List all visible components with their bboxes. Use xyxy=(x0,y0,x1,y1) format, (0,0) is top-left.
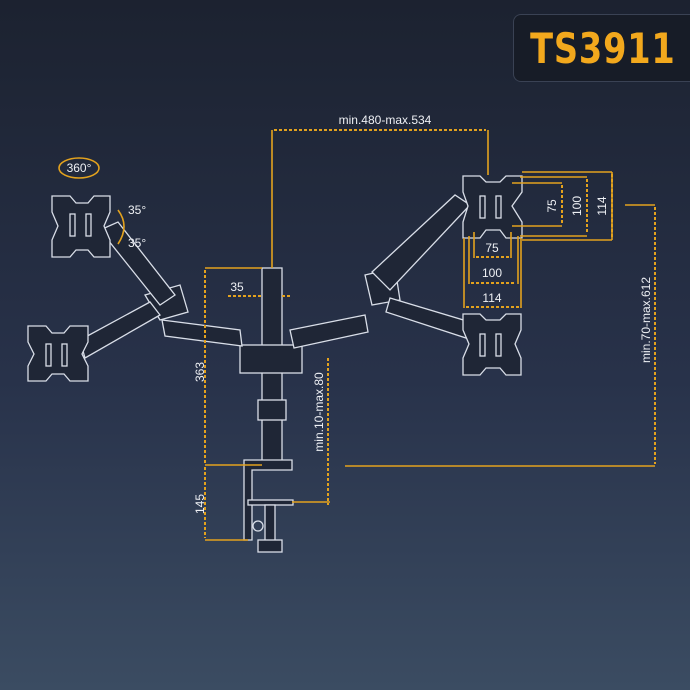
vesa-h-75: 75 xyxy=(485,241,499,255)
pole xyxy=(239,267,303,466)
tilt-arrow-icon xyxy=(117,209,125,245)
desk-thickness-dimension: min.10-max.80 xyxy=(292,358,330,505)
vesa-plate-left-bottom xyxy=(27,325,89,382)
right-arm xyxy=(289,194,472,349)
swivel-indicator: 360° xyxy=(58,157,100,179)
arm-reach-label: min.480-max.534 xyxy=(339,113,432,127)
desk-clamp xyxy=(243,459,294,553)
vesa-horizontal-dimensions: 75 100 114 xyxy=(463,232,522,308)
clamp-height-dimension: 145 xyxy=(193,467,207,538)
vesa-plate-left-top xyxy=(51,195,111,258)
vesa-plate-right-bottom xyxy=(462,313,522,376)
vesa-v-75: 75 xyxy=(545,199,559,213)
arm-reach-dimension: min.480-max.534 xyxy=(271,113,489,268)
swivel-label: 360° xyxy=(67,161,92,175)
tilt-up-label: 35° xyxy=(128,203,146,217)
tilt-indicator: 35° 35° xyxy=(117,203,146,250)
clamp-height-label: 145 xyxy=(193,494,207,514)
arm-collar xyxy=(239,344,303,374)
vesa-plate-right-top xyxy=(462,175,523,239)
rotate-360-icon xyxy=(58,157,100,179)
vesa-v-114: 114 xyxy=(595,196,609,215)
vesa-h-114: 114 xyxy=(482,291,501,305)
pole-height-dimension: 363 xyxy=(193,267,262,541)
pole-diameter-label: 35 xyxy=(230,280,244,294)
desk-thickness-label: min.10-max.80 xyxy=(312,372,326,452)
model-title: TS3911 xyxy=(529,23,676,73)
monitor-height-label: min.70-max.612 xyxy=(639,277,653,363)
pole-diameter-dimension: 35 xyxy=(228,280,292,297)
pole-height-label: 363 xyxy=(193,362,207,382)
model-badge: TS3911 xyxy=(513,14,690,82)
left-arm xyxy=(79,221,243,359)
vesa-v-100: 100 xyxy=(570,196,584,216)
vesa-vertical-dimensions: 75 100 114 xyxy=(512,171,613,241)
tilt-down-label: 35° xyxy=(128,236,146,250)
cable-clip xyxy=(257,399,287,421)
vesa-h-100: 100 xyxy=(482,266,502,280)
monitor-height-dimension: min.70-max.612 xyxy=(345,204,656,467)
